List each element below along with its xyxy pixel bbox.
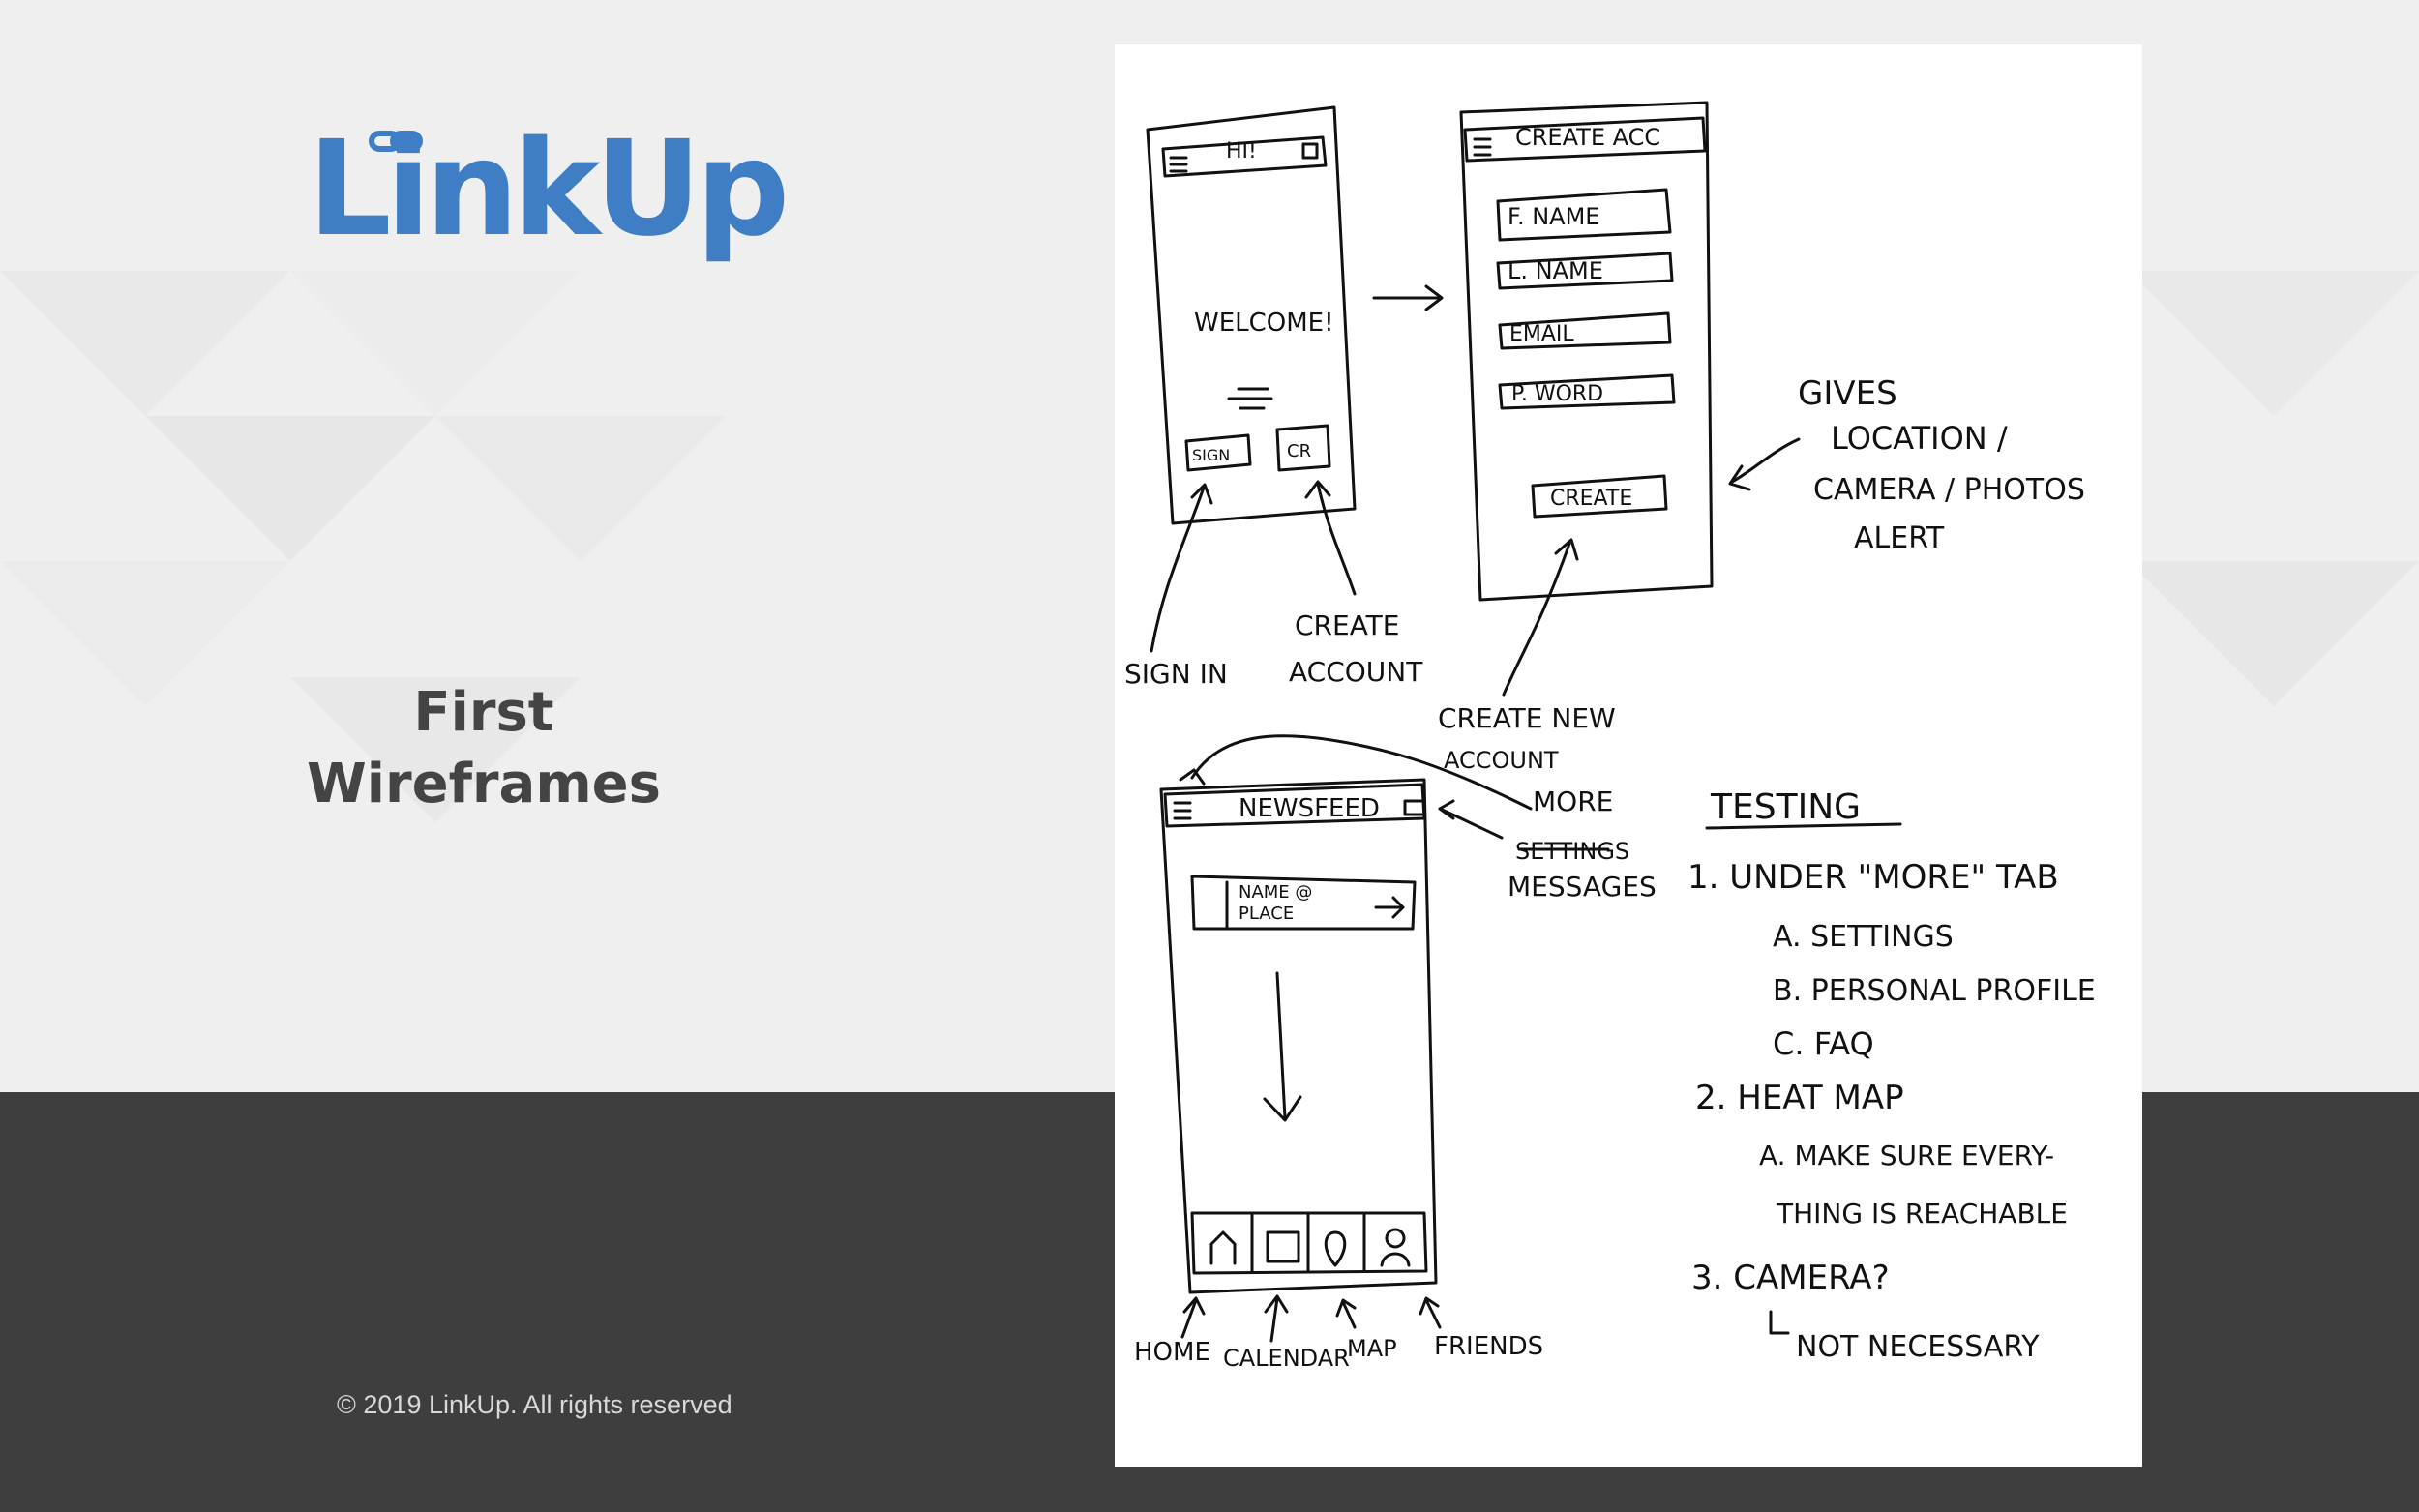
screen3-header: NEWSFEED <box>1239 794 1380 823</box>
nav-label-calendar: CALENDAR <box>1223 1345 1350 1372</box>
screen3-frame <box>1159 778 1438 1294</box>
gives-line4: ALERT <box>1854 521 1945 555</box>
screen1-welcome: WELCOME! <box>1194 309 1334 338</box>
testing-title: TESTING <box>1710 787 1861 827</box>
field-email: EMAIL <box>1509 322 1574 346</box>
home-nav-icon <box>1210 1230 1237 1265</box>
label-settings: SETTINGS <box>1515 838 1629 865</box>
wireframe-sketch: HI! WELCOME! SIGN CR SIGN IN CREATE ACCO… <box>1115 44 2142 1467</box>
calendar-nav-icon <box>1266 1230 1300 1263</box>
brand-logo: LinkUp <box>308 113 790 266</box>
testing-line9: NOT NECESSARY <box>1796 1330 2040 1364</box>
screen2-frame <box>1459 101 1714 602</box>
friends-nav-icon <box>1385 1228 1406 1249</box>
screen1-create-button: CR <box>1287 441 1311 461</box>
screen1-sign-button: SIGN <box>1192 446 1230 464</box>
label-more: MORE <box>1533 786 1613 817</box>
field-last-name: L. NAME <box>1508 257 1603 284</box>
nav-label-map: MAP <box>1347 1335 1397 1362</box>
copyright-text: © 2019 LinkUp. All rights reserved <box>337 1390 732 1419</box>
screen2-create-button: CREATE <box>1550 487 1632 511</box>
screen2-header: CREATE ACC <box>1515 124 1660 151</box>
screen1-frame <box>1146 105 1357 525</box>
wireframe-drawing: HI! WELCOME! SIGN CR SIGN IN CREATE ACCO… <box>1124 101 2096 1372</box>
field-first-name: F. NAME <box>1508 203 1599 230</box>
gives-line3: CAMERA / PHOTOS <box>1813 473 2085 507</box>
slide-title: First Wireframes <box>290 677 677 820</box>
testing-line2: A. SETTINGS <box>1773 920 1954 954</box>
label-account: ACCOUNT <box>1289 656 1423 688</box>
testing-line8: 3. CAMERA? <box>1691 1259 1890 1297</box>
field-password: P. WORD <box>1511 382 1603 406</box>
nav-label-home: HOME <box>1134 1338 1210 1367</box>
slide-title-line2: Wireframes <box>307 753 661 815</box>
map-nav-icon <box>1324 1230 1347 1267</box>
testing-line7: THING IS REACHABLE <box>1776 1198 2068 1230</box>
gives-line1: GIVES <box>1798 374 1897 413</box>
slide-title-line1: First <box>413 681 554 744</box>
label-messages: MESSAGES <box>1508 871 1657 903</box>
gives-line2: LOCATION / <box>1831 420 2008 457</box>
card-line1: NAME @ <box>1239 882 1312 903</box>
testing-line4: C. FAQ <box>1773 1025 1874 1062</box>
screen1-header: HI! <box>1226 139 1257 163</box>
testing-line1: 1. UNDER "MORE" TAB <box>1687 858 2059 897</box>
testing-line3: B. PERSONAL PROFILE <box>1773 974 2096 1008</box>
link-icon <box>369 131 423 152</box>
label-sign-in: SIGN IN <box>1124 658 1228 690</box>
create-new-line2: ACCOUNT <box>1444 747 1559 774</box>
card-line2: PLACE <box>1239 904 1294 924</box>
create-new-line1: CREATE NEW <box>1438 702 1616 734</box>
testing-line5: 2. HEAT MAP <box>1695 1079 1904 1117</box>
label-create: CREATE <box>1295 609 1399 641</box>
testing-line6: A. MAKE SURE EVERY- <box>1759 1140 2054 1171</box>
nav-label-friends: FRIENDS <box>1434 1332 1543 1361</box>
